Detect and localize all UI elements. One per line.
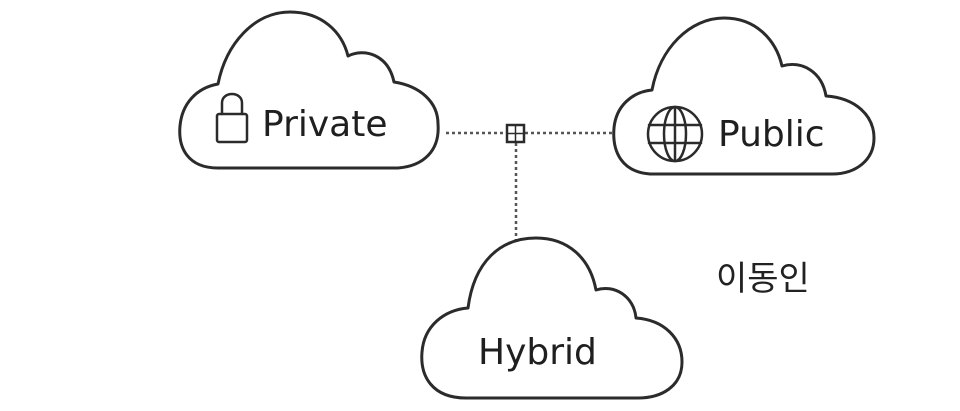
hybrid-cloud: Hybrid xyxy=(420,236,684,400)
public-cloud-label: Public xyxy=(718,114,825,155)
globe-icon xyxy=(646,105,704,163)
private-cloud: Private xyxy=(178,10,440,170)
connectors xyxy=(446,123,612,240)
hybrid-cloud-outline xyxy=(420,236,684,400)
hybrid-cloud-label: Hybrid xyxy=(478,332,597,373)
public-cloud: Public xyxy=(612,16,876,176)
lock-icon xyxy=(215,92,249,144)
private-cloud-outline xyxy=(178,10,440,170)
public-cloud-outline xyxy=(612,16,876,176)
private-cloud-label: Private xyxy=(262,104,388,145)
author-signature: 이동인 xyxy=(716,259,810,299)
